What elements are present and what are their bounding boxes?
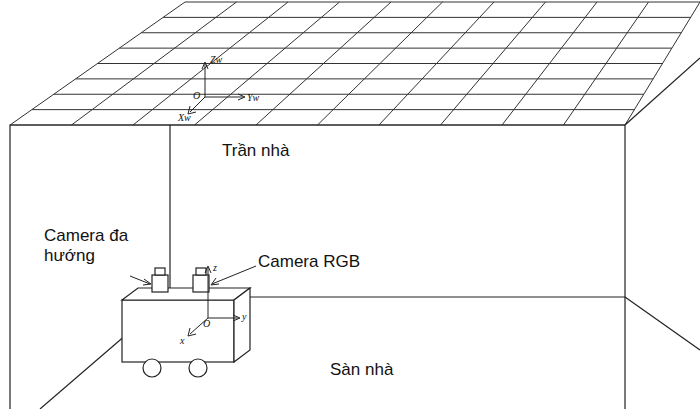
origin-label: O <box>193 90 200 102</box>
grid-line <box>441 2 546 125</box>
grid-line <box>256 2 391 125</box>
grid-line <box>502 2 597 125</box>
grid-line <box>625 2 700 125</box>
robot <box>122 268 250 377</box>
axis-label: y <box>242 311 246 323</box>
axis-label: Xw <box>178 112 191 124</box>
region-label: Sàn nhà <box>330 360 393 380</box>
world-axes <box>188 62 245 114</box>
grid-line <box>379 2 494 125</box>
leader-line <box>130 266 256 285</box>
axis-label: Zw <box>210 54 222 66</box>
grid-line <box>10 2 185 125</box>
camera-label: Camera đa hướng <box>44 226 130 267</box>
camera-label: Camera RGB <box>258 252 360 272</box>
grid-line <box>72 2 237 125</box>
axis-label: z <box>213 262 217 274</box>
room-outline <box>10 58 700 409</box>
grid-line <box>133 2 288 125</box>
ceiling-grid <box>10 2 700 125</box>
region-label: Trần nhà <box>222 141 289 161</box>
axis-label: Yw <box>247 92 259 104</box>
origin-label: O <box>203 318 210 330</box>
grid-line <box>318 2 443 125</box>
grid-line <box>195 2 340 125</box>
axis-label: x <box>180 335 184 347</box>
robot-axes <box>188 266 240 336</box>
